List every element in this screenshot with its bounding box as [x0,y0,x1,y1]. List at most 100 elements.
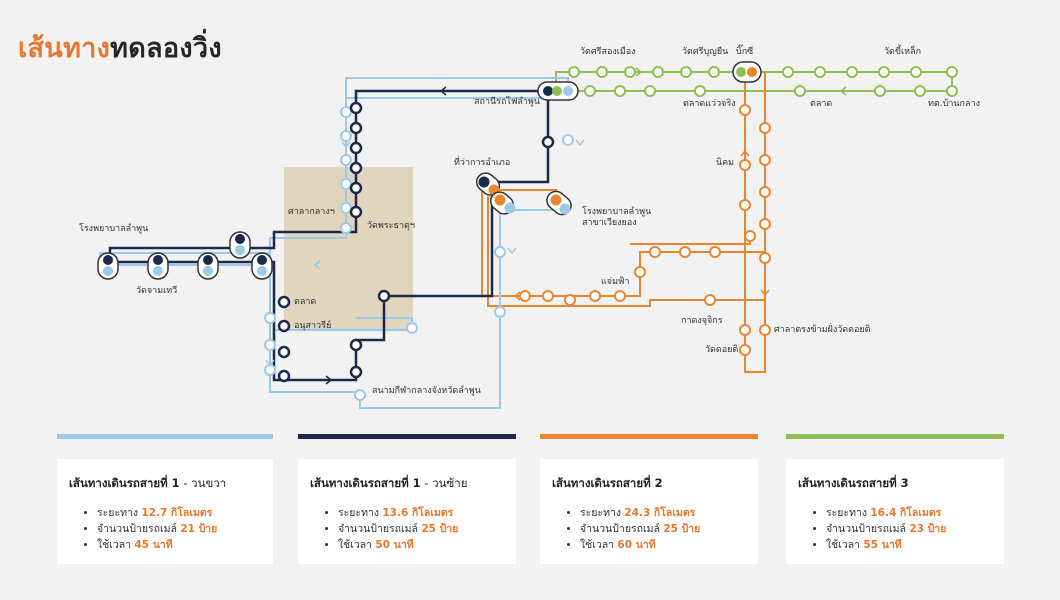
station-node[interactable] [349,121,363,135]
station-node[interactable] [759,122,771,134]
route-distance: ระยะทาง 13.6 กิโลเมตร [338,505,458,521]
station-label: นิคม [716,158,735,168]
stat-value: 60 นาที [617,539,656,551]
station-node[interactable] [624,66,636,78]
station-node[interactable] [340,130,352,142]
station-node[interactable] [679,246,691,258]
stat-label: จำนวนป้ายรถเมล์ [580,523,660,535]
station-node[interactable] [649,246,661,258]
station-node[interactable] [264,364,276,376]
station-node[interactable] [644,85,656,97]
station-node[interactable] [709,246,721,258]
station-node[interactable] [340,154,352,166]
station-node[interactable] [564,294,576,306]
station-node[interactable] [652,66,664,78]
stat-label: จำนวนป้ายรถเมล์ [338,523,418,535]
stat-label: ระยะทาง [97,507,139,519]
station-node[interactable] [541,135,555,149]
route-card-stats: ระยะทาง 24.3 กิโลเมตร จำนวนป้ายรถเมล์ 25… [566,505,700,553]
station-node[interactable] [340,202,352,214]
station-node[interactable] [759,252,771,264]
station-node[interactable] [794,85,806,97]
station-node[interactable] [759,154,771,166]
station-node[interactable] [739,104,751,116]
station-node[interactable] [739,324,751,336]
station-node[interactable] [946,85,958,97]
station-node[interactable] [694,85,706,97]
route-1-right-stations [264,106,574,401]
station-node[interactable] [874,85,886,97]
route-card-2: เส้นทางเดินรถสายที่ 2 ระยะทาง 24.3 กิโลเ… [540,459,758,564]
station-node[interactable] [739,159,751,171]
stat-label: ระยะทาง [826,507,868,519]
station-node[interactable] [708,66,720,78]
station-node[interactable] [946,66,958,78]
station-node[interactable] [589,290,601,302]
station-node[interactable] [377,289,391,303]
route-1-left-stations [277,101,555,383]
route-duration: ใช้เวลา 55 นาที [826,537,946,553]
station-node[interactable] [584,85,596,97]
route-card-title: เส้นทางเดินรถสายที่ 1 - วนขวา [69,475,226,493]
station-node[interactable] [519,290,531,302]
station-node[interactable] [744,230,756,242]
station-node[interactable] [846,66,858,78]
station-node[interactable] [782,66,794,78]
station-node[interactable] [349,365,363,379]
station-node[interactable] [542,290,554,302]
stat-value: 13.6 กิโลเมตร [382,507,454,519]
station-node[interactable] [277,295,291,309]
station-node[interactable] [277,345,291,359]
station-node[interactable] [264,312,276,324]
station-node[interactable] [759,218,771,230]
route-distance: ระยะทาง 12.7 กิโลเมตร [97,505,217,521]
station-label: ทต.บ้านกลาง [928,99,980,109]
station-node[interactable] [340,178,352,190]
station-node[interactable] [349,161,363,175]
station-node[interactable] [494,306,506,318]
station-node[interactable] [562,134,574,146]
route-2-color-bar [540,434,758,439]
station-node[interactable] [340,106,352,118]
station-node[interactable] [634,266,646,278]
station-node[interactable] [759,186,771,198]
station-node[interactable] [704,294,716,306]
station-node[interactable] [349,101,363,115]
station-node[interactable] [614,290,626,302]
station-node[interactable] [614,85,626,97]
station-node[interactable] [739,199,751,211]
route-1-right-color-bar [57,434,273,439]
station-node[interactable] [814,66,826,78]
station-label: วัดศรีบุญยืน [682,47,729,57]
route-duration: ใช้เวลา 50 นาที [338,537,458,553]
station-node[interactable] [568,66,580,78]
station-node[interactable] [264,339,276,351]
station-node[interactable] [910,66,922,78]
station-node[interactable] [739,344,751,356]
station-node[interactable] [596,66,608,78]
station-node[interactable] [349,205,363,219]
station-node[interactable] [878,66,890,78]
station-label: แจ่มฟ้า [601,277,630,287]
station-node[interactable] [277,319,291,333]
stat-value: 21 ป้าย [180,523,218,535]
page-title: เส้นทางทดลองวิ่ง [18,26,222,69]
station-node[interactable] [494,246,506,258]
station-node[interactable] [759,324,771,336]
stat-value: 55 นาที [863,539,902,551]
station-node[interactable] [349,338,363,352]
station-node[interactable] [680,66,692,78]
title-part2: ทดลองวิ่ง [110,33,222,64]
station-node[interactable] [340,222,352,234]
station-label: ตลาด [294,297,317,307]
stat-value: 24.3 กิโลเมตร [624,507,696,519]
route-duration: ใช้เวลา 45 นาที [97,537,217,553]
station-node[interactable] [354,389,366,401]
route-card-stats: ระยะทาง 16.4 กิโลเมตร จำนวนป้ายรถเมล์ 23… [812,505,946,553]
station-node[interactable] [914,85,926,97]
station-node[interactable] [349,181,363,195]
station-node[interactable] [277,369,291,383]
route-card-1-left: เส้นทางเดินรถสายที่ 1 - วนซ้าย ระยะทาง 1… [298,459,516,564]
station-node[interactable] [406,322,418,334]
station-node[interactable] [349,141,363,155]
